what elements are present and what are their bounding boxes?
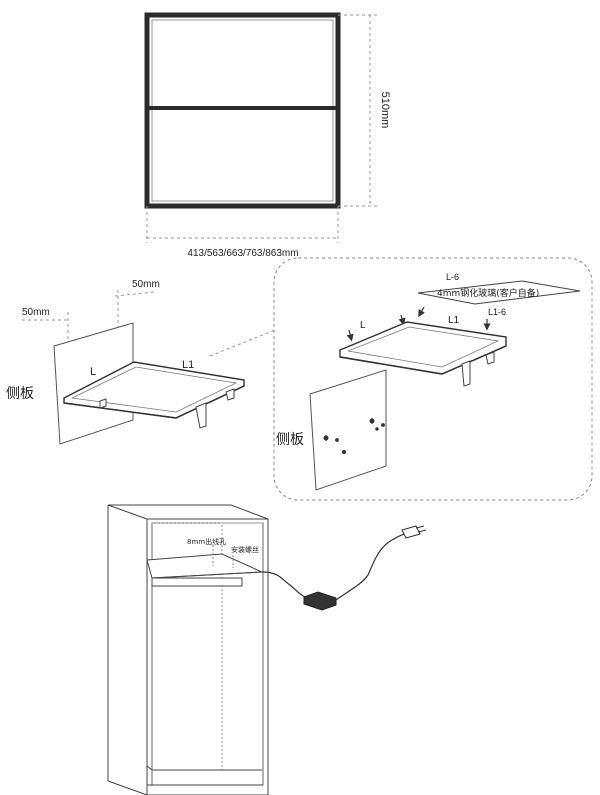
down-arrows (346, 306, 491, 342)
detail-side-panel-label: 侧板 (276, 432, 304, 448)
screw-label: 安装螺丝 (231, 545, 259, 554)
detail-label-L1: L1 (448, 315, 460, 326)
cabinet-view (107, 504, 427, 795)
shelf-frame (63, 361, 245, 419)
brackets (99, 388, 235, 429)
detail-side-panel (309, 369, 387, 491)
detail-view: L-6 4mm钢化玻璃(客户自备) L1-6 L L1 (273, 257, 593, 501)
front-view: 510mm 413/563/663/763/863mm (144, 12, 391, 259)
height-dimension (338, 14, 378, 207)
offset-left-label: 50mm (22, 307, 50, 318)
plug-cable (335, 531, 413, 601)
detail-connector (209, 329, 276, 357)
left-assembly: 50mm 50mm L L1 侧板 (6, 279, 245, 445)
offset-right-label: 50mm (132, 279, 160, 290)
label-L: L (90, 366, 96, 378)
power-cable (261, 571, 306, 598)
glass-note-label: 4mm钢化玻璃(客户自备) (437, 287, 539, 299)
glass-pane (417, 280, 581, 305)
detail-brackets (461, 351, 495, 387)
frame-outer (144, 12, 341, 209)
width-dimension (146, 206, 339, 243)
cabinet-top (107, 504, 269, 520)
wire-hole-label: 8mm出线孔 (187, 537, 226, 546)
height-label: 510mm (379, 92, 391, 129)
glass-length-label: L-6 (446, 272, 459, 282)
label-L1: L1 (182, 359, 194, 371)
width-label: 413/563/663/763/863mm (187, 248, 298, 259)
glass-width-label: L1-6 (488, 307, 506, 317)
detail-box (273, 257, 593, 501)
led-driver (303, 591, 337, 611)
frame-inner (151, 19, 334, 202)
detail-shelf-frame (339, 321, 507, 375)
side-panel-label: 侧板 (6, 386, 34, 402)
detail-label-L: L (360, 320, 366, 331)
screws (323, 418, 385, 455)
power-plug (401, 525, 427, 539)
hanging-rod (151, 577, 243, 587)
